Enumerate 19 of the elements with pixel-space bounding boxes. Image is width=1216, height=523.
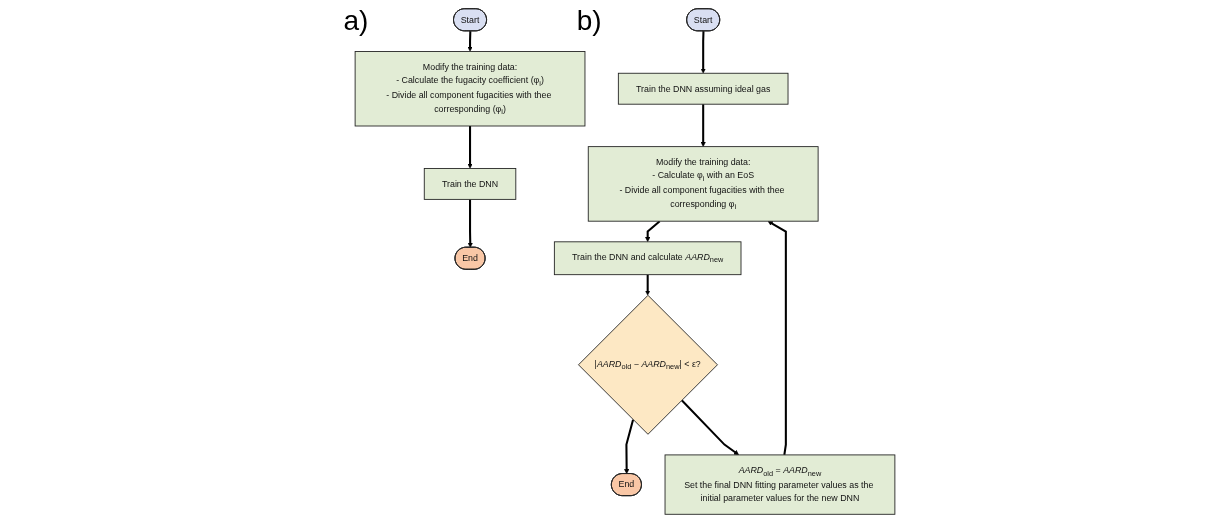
- arrow: [700, 31, 706, 74]
- arrow: [624, 419, 635, 475]
- node-box: AARD$_{old}$ = AARD$_{new}$ Set the final DNN fitting parameter values as the initial parameter values for the new DNN: [664, 454, 896, 515]
- arrow: [467, 126, 473, 169]
- node-diamond: |AARD$_{old}$ − AARD$_{new}$| < ε?: [578, 294, 718, 435]
- arrow: [467, 31, 473, 52]
- node-box: Train the DNN: [423, 168, 517, 200]
- node-box: Train the DNN and calculate AARD$_{new}$: [553, 241, 742, 276]
- node-box: Modify the training data: - Calculate φ$_{i}$ with an EoS - Divide all component fugacities with thee corresponding φ$_{i}$: [587, 146, 819, 222]
- arrow: [645, 220, 661, 243]
- arrow: [467, 199, 473, 248]
- arrow: [767, 220, 787, 456]
- node-box: Modify the training data: - Calculate the fugacity coefficient (φ$_{i}$) - Divide all component fugacities with thee corresponding (φ$_{i}$): [354, 51, 586, 127]
- node-box: Train the DNN assuming ideal gas: [617, 72, 789, 105]
- panel-label: a): [343, 4, 369, 37]
- panel-label: b): [576, 4, 602, 37]
- arrow: [681, 399, 739, 456]
- arrow: [700, 104, 706, 147]
- arrow: [645, 274, 651, 296]
